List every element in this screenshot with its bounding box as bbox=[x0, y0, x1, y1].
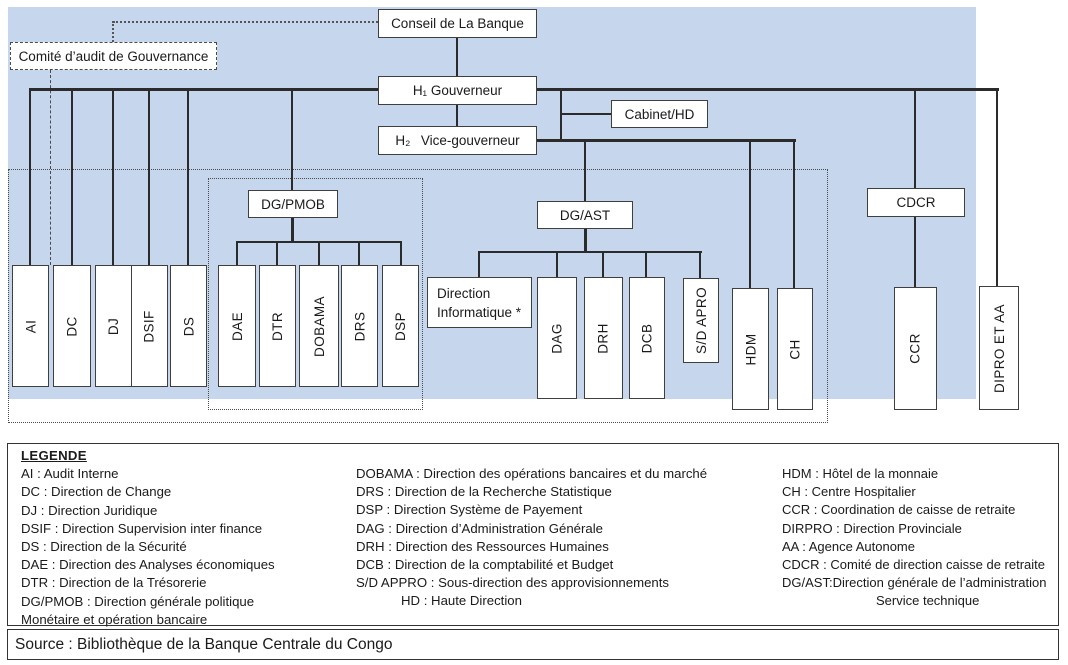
legend-title: LEGENDE bbox=[21, 448, 87, 463]
connector-line bbox=[358, 241, 360, 265]
node-gouverneur: H₁ Gouverneur bbox=[378, 76, 537, 105]
node-comite-audit: Comité d’audit de Gouvernance bbox=[10, 42, 217, 70]
node-conseil: Conseil de La Banque bbox=[378, 9, 537, 38]
node-dcb: DCB bbox=[629, 277, 665, 399]
node-dc: DC bbox=[53, 265, 91, 387]
connector-line bbox=[148, 88, 150, 265]
connector-line bbox=[187, 88, 189, 265]
source-box: Source : Bibliothèque de la Banque Centr… bbox=[7, 629, 1059, 660]
connector-line bbox=[556, 251, 558, 277]
connector-line bbox=[112, 88, 114, 265]
node-dgast: DG/AST bbox=[537, 201, 633, 229]
node-dipro-aa: DIPRO ET AA bbox=[979, 286, 1019, 410]
connector-line bbox=[699, 251, 701, 278]
connector-line bbox=[914, 217, 916, 287]
connector-line bbox=[400, 241, 402, 265]
connector-line bbox=[914, 88, 916, 188]
connector-line bbox=[71, 88, 73, 265]
connector-line bbox=[29, 88, 31, 265]
node-dobama: DOBAMA bbox=[299, 265, 339, 387]
connector-line bbox=[291, 218, 294, 243]
connector-line bbox=[276, 241, 278, 265]
chart-background bbox=[8, 7, 976, 399]
node-drh: DRH bbox=[584, 277, 623, 399]
node-hdm: HDM bbox=[732, 288, 769, 410]
connector-line bbox=[478, 251, 702, 253]
dgpmob-group-frame bbox=[208, 178, 423, 410]
node-ccr: CCR bbox=[894, 287, 937, 410]
connector-line bbox=[291, 88, 293, 190]
connector-line bbox=[318, 241, 320, 265]
source-text: Source : Bibliothèque de la Banque Centr… bbox=[15, 635, 393, 653]
connector-line bbox=[30, 88, 378, 91]
connector-line bbox=[456, 105, 458, 126]
node-dsp: DSP bbox=[382, 265, 419, 387]
connector-line bbox=[602, 251, 604, 277]
connector-line bbox=[584, 229, 587, 253]
connector-line bbox=[478, 251, 480, 277]
node-ds: DS bbox=[170, 265, 207, 387]
node-cdcr: CDCR bbox=[867, 188, 965, 217]
connector-line bbox=[560, 88, 562, 141]
legend-column-3: HDM : Hôtel de la monnaie CH : Centre Ho… bbox=[782, 466, 1047, 609]
node-dj: DJ bbox=[95, 265, 132, 387]
node-ch: CH bbox=[777, 288, 813, 410]
directions-group-frame bbox=[8, 169, 828, 423]
connector-line bbox=[645, 251, 647, 277]
audit-committee-dashed-drop bbox=[50, 70, 51, 265]
node-sd-apro: S/D APRO bbox=[683, 278, 719, 363]
connector-line bbox=[456, 38, 458, 76]
connector-line bbox=[236, 241, 238, 265]
legend-column-1: LEGENDE AI : Audit Interne DC : Directio… bbox=[21, 448, 275, 627]
node-drs: DRS bbox=[341, 265, 378, 387]
legend-column-2: DOBAMA : Direction des opérations bancai… bbox=[356, 466, 708, 609]
node-dag: DAG bbox=[537, 277, 577, 399]
node-dae: DAE bbox=[218, 265, 256, 387]
connector-line bbox=[749, 139, 751, 288]
connector-line bbox=[537, 139, 796, 142]
node-dtr: DTR bbox=[259, 265, 296, 387]
connector-line bbox=[537, 88, 999, 91]
connector-line bbox=[584, 139, 586, 201]
node-vice-gouverneur: H₂ Vice-gouverneur bbox=[378, 126, 537, 155]
node-dgpmob: DG/PMOB bbox=[248, 190, 338, 218]
node-direction-informatique: Direction Informatique * bbox=[427, 277, 532, 328]
audit-committee-dotted-link-v bbox=[112, 21, 114, 42]
node-cabinet-hd: Cabinet/HD bbox=[611, 100, 708, 128]
audit-committee-dotted-link-h bbox=[113, 21, 378, 23]
connector-line bbox=[561, 113, 611, 115]
connector-line bbox=[793, 139, 795, 288]
node-ai: AI bbox=[12, 265, 49, 387]
node-dsif: DSIF bbox=[131, 265, 168, 387]
connector-line bbox=[996, 88, 998, 286]
legend-box: LEGENDE AI : Audit Interne DC : Directio… bbox=[7, 443, 1059, 627]
